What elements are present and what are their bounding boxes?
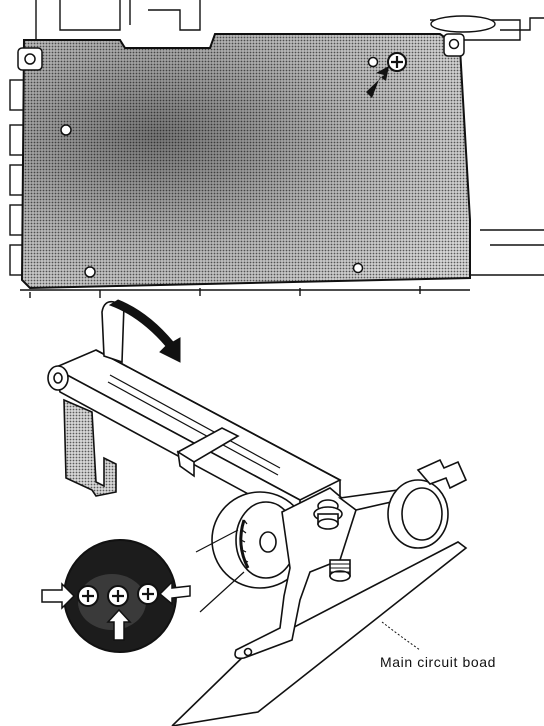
arrow-icon	[366, 66, 389, 98]
curved-arrow-icon	[108, 299, 181, 363]
mounting-ear-left	[17, 47, 43, 71]
shield-holes	[60, 56, 379, 278]
arrow-icon	[106, 608, 132, 641]
head-housing-top	[52, 349, 342, 501]
bottom-view	[41, 299, 468, 726]
mounting-post-lower	[329, 559, 351, 582]
screw-icon	[387, 52, 407, 72]
label-leader	[381, 621, 421, 651]
mounting-ear-right	[443, 33, 465, 57]
drum-bracket	[234, 487, 357, 660]
arrow-icon	[158, 580, 191, 606]
hook-clip	[416, 458, 468, 490]
chassis-outline	[9, 0, 544, 298]
dotted-block	[63, 398, 117, 497]
flex-ribbon	[101, 300, 125, 364]
main-circuit-board	[171, 541, 468, 726]
mounting-post-upper	[313, 499, 343, 530]
pinch-roller	[387, 479, 449, 549]
top-view	[9, 0, 544, 298]
arrow-icon	[41, 582, 76, 610]
housing-end-cap	[47, 365, 69, 391]
main-circuit-board-label: Main circuit boad	[380, 654, 496, 670]
